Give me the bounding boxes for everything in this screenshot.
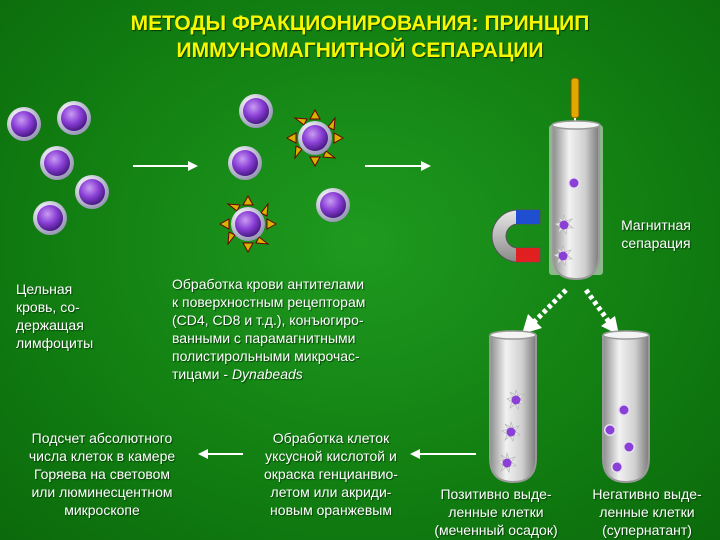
magnet-icon [491,209,541,263]
negative-fraction-label: Негативно выде- ленные клетки (суперната… [592,486,702,538]
tube-cell [604,424,616,436]
tube-cell [568,177,580,189]
staining-label: Обработка клеток уксусной кислотой и окр… [264,430,398,518]
whole-blood-label: Цельная кровь, со- держащая лимфоциты [16,281,94,351]
flow-arrow-left [410,449,476,459]
tube-cell [611,461,623,473]
lymphocyte-cell [75,175,109,209]
lymphocyte-cell [7,107,41,141]
flow-arrow-down-right [583,288,619,335]
page-title: МЕТОДЫ ФРАКЦИОНИРОВАНИЯ: ПРИНЦИП ИММУНОМ… [130,12,590,62]
bead-labeled-cell [286,109,344,167]
antibody-treatment-text: Обработка крови антителами к поверхностн… [172,276,366,382]
separation-tube [549,120,603,281]
lymphocyte-cell [40,146,74,180]
flow-arrow-right [365,161,431,171]
bead-labeled-cell [219,195,277,253]
flow-arrow-down-left [522,288,568,334]
tube-cell [618,404,630,416]
magnetic-separation-label: Магнитная сепарация [621,217,691,251]
flow-arrow-left [198,449,243,459]
labeled-cells-group [219,94,350,253]
antibody-treatment-label: Обработка крови антителами к поверхностн… [172,275,442,383]
counting-label: Подсчет абсолютного числа клеток в камер… [28,430,176,518]
positive-fraction-label: Позитивно выде- ленные клетки (меченный … [434,486,558,538]
flow-arrow-right [133,161,198,171]
lymphocyte-cell [33,201,67,235]
lymphocyte-cell [57,101,91,135]
negative-fraction-tube [602,330,650,484]
tube-cell [623,441,635,453]
positive-fraction-tube [489,330,537,484]
lymphocyte-cell [228,146,262,180]
lymphocyte-cell [316,188,350,222]
dynabeads-brand-text: Dynabeads [231,366,303,382]
lymphocyte-cell [239,94,273,128]
lymphocyte-cells-group [7,101,109,235]
